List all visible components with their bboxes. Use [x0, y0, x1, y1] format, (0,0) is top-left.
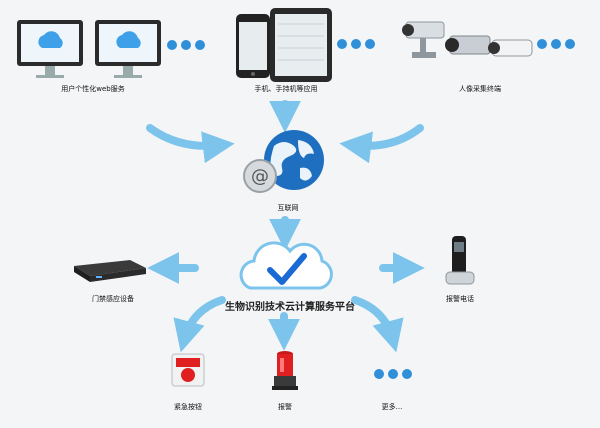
svg-text:@: @: [251, 166, 269, 187]
label-internet: 互联网: [277, 204, 299, 212]
label-alarm-phone: 报警电话: [446, 295, 474, 303]
arrow-platform-to-button: [173, 296, 226, 353]
label-alarm: 报警: [278, 403, 292, 411]
phone-tablet-icon: [236, 8, 332, 82]
alarm-light-icon: [272, 351, 298, 390]
security-camera-icon: [402, 21, 533, 58]
node-alarm-phone: [440, 234, 480, 288]
label-access-control: 门禁感应设备: [92, 295, 134, 303]
node-emergency-button: [168, 350, 208, 390]
ellipsis-dots-icon: [374, 369, 412, 379]
node-web-service: [14, 14, 205, 94]
ellipsis-dots-icon: [537, 39, 575, 49]
node-alarm: [268, 348, 302, 392]
label-face-capture: 人像采集终端: [459, 85, 501, 93]
node-platform: [230, 238, 340, 296]
arrow-platform-to-more: [351, 296, 404, 353]
desktop-monitors-icon: [17, 20, 161, 78]
emergency-button-icon: [171, 353, 205, 387]
node-access-control: [70, 256, 150, 284]
label-emergency-button: 紧急按钮: [174, 403, 202, 411]
label-mobile-apps: 手机、手持机等应用: [254, 85, 318, 93]
arrow-camera-to-internet: [339, 124, 424, 164]
node-mobile-apps: [230, 6, 390, 86]
label-platform: 生物识别技术云计算服务平台: [225, 302, 355, 313]
ellipsis-dots-icon: [337, 39, 375, 49]
arrow-web-to-internet: [146, 124, 235, 164]
cordless-phone-icon: [445, 236, 475, 285]
label-more: 更多...: [381, 403, 403, 411]
cloud-check-icon: [239, 241, 333, 290]
globe-at-icon: @: [243, 130, 324, 193]
node-face-capture: [396, 14, 596, 84]
node-internet: @: [236, 124, 336, 204]
label-web-service: 用户个性化web服务: [61, 85, 125, 93]
access-control-box-icon: [74, 260, 146, 282]
ellipsis-dots-icon: [167, 40, 205, 50]
